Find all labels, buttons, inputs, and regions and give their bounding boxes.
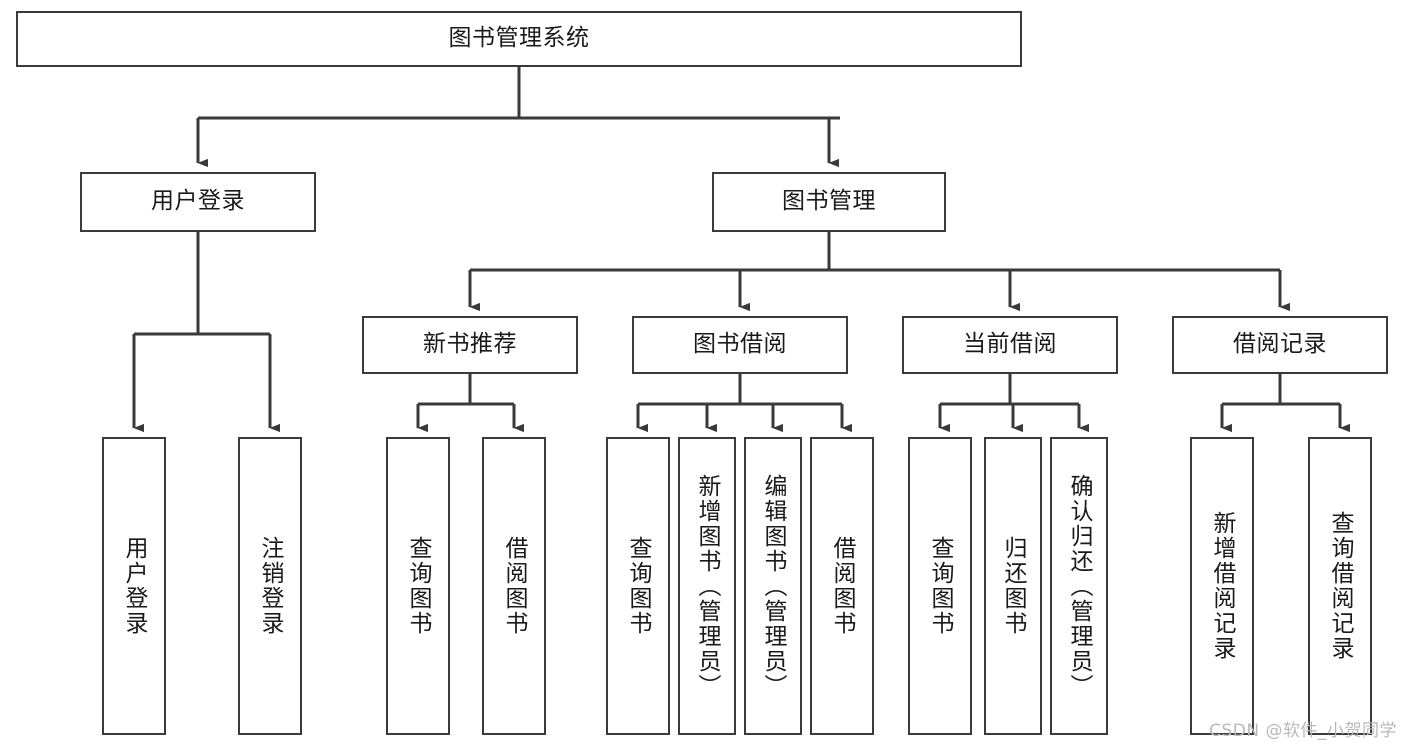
- csdn-watermark: CSDN @软件_小贺同学: [1209, 721, 1397, 741]
- edge-group-new-book-recommend: [416, 374, 524, 433]
- node-leaf-query-book-recommend-label: 查询图书: [405, 536, 432, 636]
- node-leaf-logout[interactable]: 注销登录: [238, 437, 302, 735]
- node-leaf-query-borrow-record[interactable]: 查询借阅记录: [1308, 437, 1372, 735]
- edge-group-root: [196, 67, 840, 168]
- node-leaf-query-book-borrow[interactable]: 查询图书: [606, 437, 670, 735]
- edge-group-book-borrow: [636, 374, 852, 433]
- edge-group-book-manage: [468, 232, 1290, 312]
- node-leaf-edit-book-admin[interactable]: 编辑图书（管理员）: [744, 437, 802, 735]
- node-root[interactable]: 图书管理系统: [16, 11, 1022, 67]
- node-leaf-borrow-book-recommend[interactable]: 借阅图书: [482, 437, 546, 735]
- node-leaf-user-login-label: 用户登录: [121, 536, 148, 636]
- node-leaf-query-book-current-label: 查询图书: [927, 536, 954, 636]
- node-leaf-confirm-return-admin[interactable]: 确认归还（管理员）: [1050, 437, 1108, 735]
- node-book-borrow-label: 图书借阅: [693, 331, 787, 358]
- node-leaf-confirm-return-admin-label: 确认归还（管理员）: [1066, 473, 1093, 699]
- node-borrow-record[interactable]: 借阅记录: [1172, 316, 1388, 374]
- node-root-label: 图书管理系统: [448, 25, 590, 52]
- node-current-borrow[interactable]: 当前借阅: [902, 316, 1118, 374]
- node-leaf-query-book-borrow-label: 查询图书: [625, 536, 652, 636]
- node-leaf-borrow-book[interactable]: 借阅图书: [810, 437, 874, 735]
- node-leaf-add-book-admin-label: 新增图书（管理员）: [694, 473, 721, 699]
- node-book-borrow[interactable]: 图书借阅: [632, 316, 848, 374]
- node-leaf-borrow-book-label: 借阅图书: [829, 536, 856, 636]
- node-leaf-query-book-recommend[interactable]: 查询图书: [386, 437, 450, 735]
- node-leaf-add-book-admin[interactable]: 新增图书（管理员）: [678, 437, 736, 735]
- node-user-login[interactable]: 用户登录: [80, 172, 316, 232]
- node-leaf-edit-book-admin-label: 编辑图书（管理员）: [760, 473, 787, 699]
- node-book-manage-label: 图书管理: [782, 188, 876, 215]
- node-new-book-recommend-label: 新书推荐: [423, 331, 517, 358]
- node-leaf-return-book-label: 归还图书: [1000, 536, 1027, 636]
- node-book-manage[interactable]: 图书管理: [712, 172, 946, 232]
- edge-group-current-borrow: [938, 374, 1089, 433]
- node-leaf-add-borrow-record-label: 新增借阅记录: [1209, 511, 1236, 661]
- node-leaf-logout-label: 注销登录: [257, 536, 284, 636]
- node-leaf-user-login[interactable]: 用户登录: [102, 437, 166, 735]
- node-leaf-query-book-current[interactable]: 查询图书: [908, 437, 972, 735]
- edge-group-borrow-record: [1220, 374, 1350, 433]
- node-user-login-label: 用户登录: [151, 188, 245, 215]
- edge-group-user-login: [132, 232, 280, 433]
- node-leaf-return-book[interactable]: 归还图书: [984, 437, 1042, 735]
- node-leaf-borrow-book-recommend-label: 借阅图书: [501, 536, 528, 636]
- node-leaf-add-borrow-record[interactable]: 新增借阅记录: [1190, 437, 1254, 735]
- node-borrow-record-label: 借阅记录: [1233, 331, 1327, 358]
- node-leaf-query-borrow-record-label: 查询借阅记录: [1327, 511, 1354, 661]
- node-new-book-recommend[interactable]: 新书推荐: [362, 316, 578, 374]
- node-current-borrow-label: 当前借阅: [963, 331, 1057, 358]
